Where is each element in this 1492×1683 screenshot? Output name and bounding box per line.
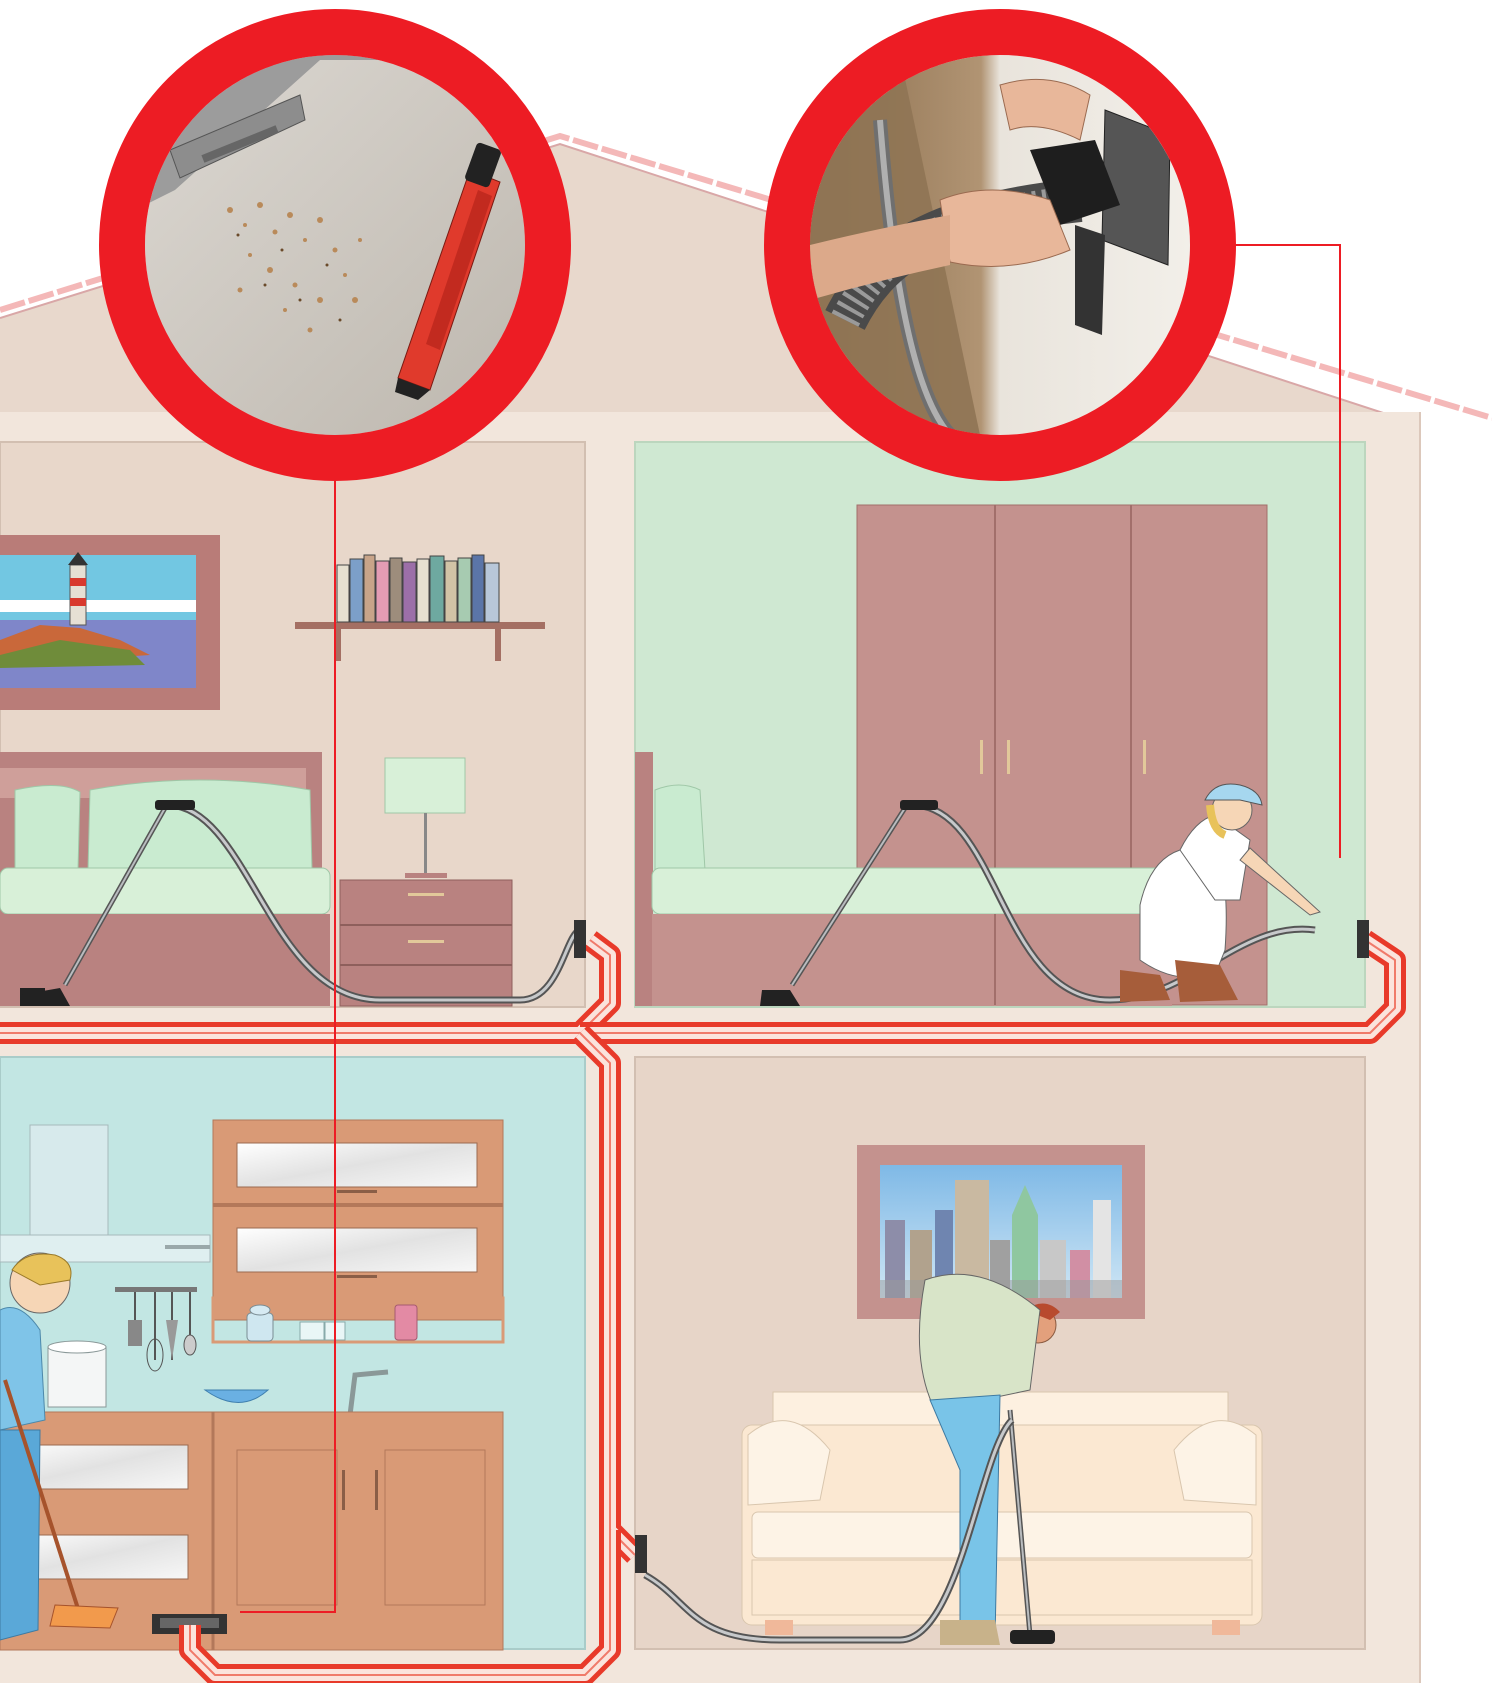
guest-wall-inlet [1357,920,1369,958]
living-room [635,1057,1365,1649]
bed-left [0,752,330,1006]
living-wall-inlet [635,1535,647,1573]
wall-inlet-callout [787,32,1213,458]
upper-cabinets [213,1120,503,1320]
bedroom-room [0,442,585,1007]
lighthouse-picture [0,535,220,710]
bedroom-wall-inlet [574,920,586,958]
floor-inlet-callout [122,32,548,458]
kitchen-room [0,1057,585,1650]
guest-bedroom-room [635,442,1365,1007]
nightstand [340,880,512,1006]
